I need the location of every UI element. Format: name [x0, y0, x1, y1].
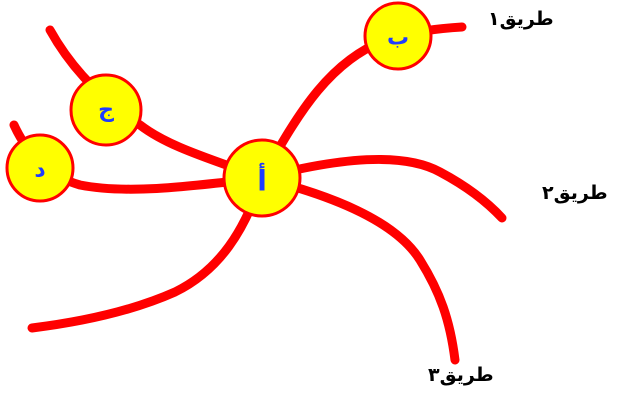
road-to-jim — [45, 25, 267, 183]
road-1-label: طريق١ — [488, 8, 554, 30]
road-3-label: طريق٣ — [428, 364, 494, 386]
node-dal: د — [5, 133, 75, 203]
node-dal-label: د — [34, 158, 45, 183]
node-ba-label: ب — [387, 26, 409, 51]
node-jim-label: ج — [98, 98, 114, 123]
road-southwest — [27, 173, 267, 333]
node-jim: ج — [69, 73, 143, 147]
road-2 — [257, 154, 507, 223]
road-2-label: طريق٢ — [542, 182, 608, 204]
node-alif: أ — [222, 138, 302, 218]
node-alif-label: أ — [257, 163, 267, 198]
node-ba: ب — [363, 1, 433, 71]
road-3 — [257, 173, 460, 365]
